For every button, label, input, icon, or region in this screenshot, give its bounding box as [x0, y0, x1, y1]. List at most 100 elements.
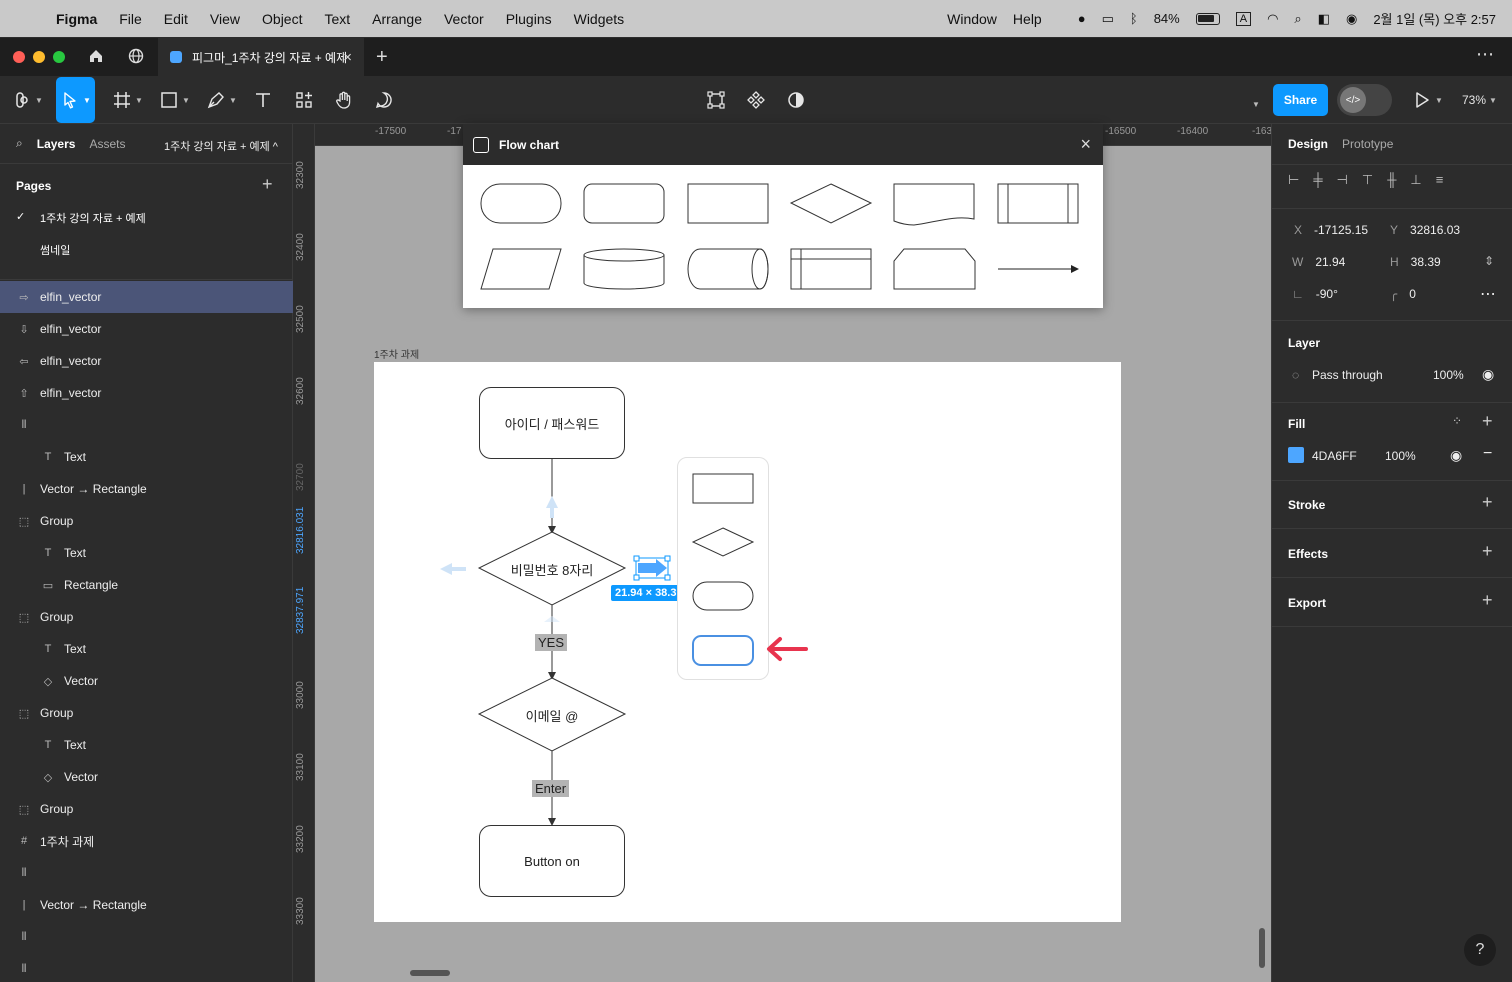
menu-object[interactable]: Object — [262, 10, 303, 27]
shape-option-rectangle[interactable] — [692, 473, 754, 504]
menu-file[interactable]: File — [119, 10, 142, 27]
layer-row[interactable]: ◇Vector — [0, 665, 293, 697]
control-center-icon[interactable]: ◧ — [1317, 10, 1330, 26]
widget-shape-rounded-rect[interactable] — [583, 183, 665, 224]
layer-row[interactable]: ⦀ — [0, 921, 293, 953]
shape-option-rounded-rect[interactable] — [692, 635, 754, 666]
constrain-proportions-icon[interactable]: ⇕ — [1484, 254, 1495, 268]
community-globe-icon[interactable] — [128, 48, 144, 64]
move-tool-button[interactable]: ▼ — [56, 77, 95, 123]
flow-tag-enter[interactable]: Enter — [532, 780, 570, 797]
add-export-button[interactable]: + — [1482, 590, 1493, 610]
menu-plugins[interactable]: Plugins — [505, 10, 552, 27]
layer-visibility-eye-icon[interactable]: ◉ — [1482, 366, 1495, 382]
fill-visibility-eye-icon[interactable]: ◉ — [1450, 447, 1463, 463]
search-icon[interactable]: ⌕ — [16, 136, 23, 150]
menu-clock[interactable]: 2월 1일 (목) 오후 2:57 — [1373, 12, 1496, 27]
widget-shape-data[interactable] — [480, 248, 562, 290]
flow-node-password[interactable]: 비밀번호 8자리 — [510, 563, 594, 578]
fill-styles-icon[interactable]: ⁘ — [1452, 414, 1463, 428]
mask-button[interactable] — [786, 88, 806, 112]
widget-shape-terminator[interactable] — [480, 183, 562, 224]
flow-node-email[interactable]: 이메일 @ — [525, 709, 579, 724]
display-icon[interactable]: ▭ — [1101, 10, 1114, 26]
share-button[interactable]: Share — [1273, 84, 1328, 116]
menu-view[interactable]: View — [209, 10, 241, 27]
spotlight-search-icon[interactable]: ⌕ — [1294, 10, 1302, 26]
add-page-button[interactable]: + — [262, 174, 273, 194]
avatar-chevron-down-icon[interactable]: ▼ — [1252, 99, 1260, 109]
wifi-icon[interactable]: ◠ — [1267, 10, 1279, 26]
tab-design[interactable]: Design — [1288, 137, 1329, 151]
layer-row[interactable]: ⬚Group — [0, 793, 293, 825]
distribute-icon[interactable]: ≡ — [1435, 172, 1444, 187]
layer-row[interactable]: ⇨elfin_vector — [0, 281, 293, 313]
align-center-vertical-icon[interactable]: ╫ — [1387, 172, 1397, 187]
shape-option-pill[interactable] — [692, 581, 754, 611]
flow-node-button[interactable]: Button on — [479, 825, 625, 897]
layer-row[interactable]: #1주차 과제 — [0, 825, 293, 857]
pen-tool-button[interactable]: ▼ — [206, 88, 237, 112]
menu-help[interactable]: Help — [1012, 10, 1042, 27]
layer-opacity-field[interactable]: 100% — [1433, 368, 1464, 382]
page-item-thumbnail[interactable]: 썸네일 — [40, 245, 71, 257]
create-component-button[interactable] — [746, 88, 766, 112]
frame-tool-button[interactable]: ▼ — [112, 88, 143, 112]
more-options-icon[interactable]: ⋯ — [1480, 286, 1497, 303]
widget-shape-stored-data[interactable] — [687, 248, 769, 290]
resources-tool-button[interactable] — [294, 88, 314, 112]
menu-app-figma[interactable]: Figma — [56, 10, 98, 27]
blend-mode-dropdown[interactable]: Pass through — [1312, 368, 1383, 382]
remove-fill-icon[interactable]: − — [1483, 445, 1493, 462]
file-tab[interactable]: 피그마_1주차 강의 자료 + 예제 × — [158, 38, 364, 76]
layer-row[interactable]: ⬚Group — [0, 505, 293, 537]
shape-option-diamond[interactable] — [691, 527, 755, 557]
layer-row[interactable]: ⬚Group — [0, 697, 293, 729]
fill-opacity-field[interactable]: 100% — [1385, 449, 1416, 463]
widget-shape-subprocess[interactable] — [997, 183, 1079, 224]
menu-vector[interactable]: Vector — [443, 10, 484, 27]
menu-text[interactable]: Text — [324, 10, 351, 27]
align-right-icon[interactable]: ⊣ — [1336, 172, 1348, 187]
layer-row[interactable]: ◇Vector — [0, 761, 293, 793]
widget-shape-database[interactable] — [583, 248, 665, 290]
align-top-icon[interactable]: ⊤ — [1361, 172, 1374, 187]
vertical-scrollbar[interactable] — [1259, 928, 1265, 968]
x-field[interactable]: X-17125.15 — [1294, 223, 1369, 237]
widget-shape-document[interactable] — [893, 183, 975, 226]
zoom-dropdown[interactable]: 73%▼ — [1462, 88, 1497, 112]
shape-tool-button[interactable]: ▼ — [159, 88, 190, 112]
window-minimize-button[interactable] — [33, 51, 45, 63]
flow-node-login[interactable]: 아이디 / 패스워드 — [479, 387, 625, 459]
layer-row[interactable]: ⇦elfin_vector — [0, 345, 293, 377]
layer-row[interactable]: ⬚Group — [0, 601, 293, 633]
siri-icon[interactable]: ◉ — [1345, 10, 1358, 26]
window-zoom-button[interactable] — [53, 51, 65, 63]
widget-shape-internal-storage[interactable] — [790, 248, 872, 290]
tab-more-icon[interactable]: ⋯ — [1476, 44, 1496, 64]
menu-widgets[interactable]: Widgets — [573, 10, 625, 27]
menu-arrange[interactable]: Arrange — [372, 10, 422, 27]
fill-hex-field[interactable]: 4DA6FF — [1312, 449, 1357, 463]
widget-shape-decision[interactable] — [789, 183, 873, 224]
add-stroke-button[interactable]: + — [1482, 492, 1493, 512]
layer-row[interactable]: ⇧elfin_vector — [0, 377, 293, 409]
bluetooth-icon[interactable]: ᛒ — [1129, 11, 1138, 26]
new-tab-button[interactable]: + — [376, 46, 388, 68]
text-tool-button[interactable] — [253, 88, 273, 112]
layer-row[interactable]: ⇩elfin_vector — [0, 313, 293, 345]
component-frame-button[interactable] — [706, 88, 726, 112]
dev-mode-toggle[interactable]: </> — [1337, 84, 1392, 116]
frame-label[interactable]: 1주차 과제 — [374, 350, 420, 361]
page-item-current[interactable]: 1주차 강의 자료 + 예제 — [40, 213, 146, 225]
flow-tag-yes[interactable]: YES — [535, 634, 568, 651]
page-selector[interactable]: 1주차 강의 자료 + 예제 ^ — [164, 141, 278, 153]
fill-color-swatch[interactable] — [1288, 447, 1304, 463]
comment-tool-button[interactable] — [374, 88, 394, 112]
menu-edit[interactable]: Edit — [163, 10, 188, 27]
help-button[interactable]: ? — [1464, 934, 1496, 966]
